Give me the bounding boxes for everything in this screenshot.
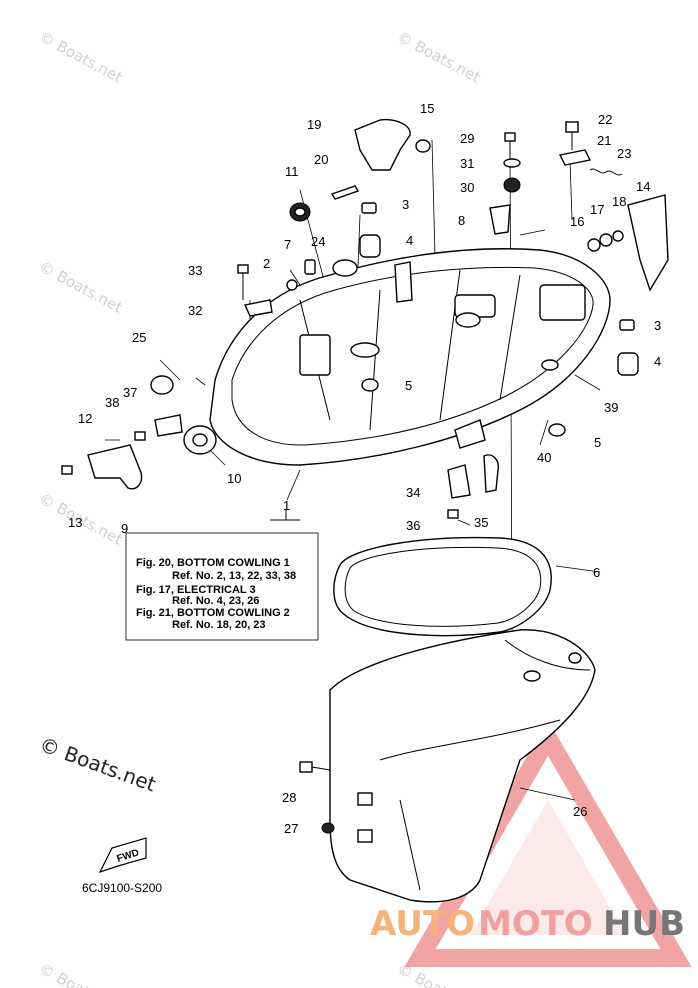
- callout-34: 34: [406, 485, 420, 500]
- callout-5: 5: [405, 378, 412, 393]
- callout-14: 14: [636, 179, 650, 194]
- callout-labels: 1 2 3 3 4 4 5 5 6 7 8 9 10 11 12 13 14 1…: [68, 101, 661, 836]
- callout-26: 26: [573, 804, 587, 819]
- ref-line-4: Ref. No. 4, 23, 26: [172, 595, 259, 607]
- callout-17: 17: [590, 202, 604, 217]
- ref-line-2: Ref. No. 2, 13, 22, 33, 38: [172, 570, 296, 582]
- watermark-text: © Boats.net: [36, 258, 125, 317]
- callout-25: 25: [132, 330, 146, 345]
- reference-box: Fig. 20, BOTTOM COWLING 1 Ref. No. 2, 13…: [125, 510, 319, 641]
- seal-gasket: [333, 536, 552, 637]
- automotohub-logo-text: AUTO MOTO HUB: [370, 904, 685, 944]
- apron-lower-cover: [329, 629, 596, 903]
- watermark-text: © Boats.net: [394, 28, 483, 87]
- callout-40: 40: [537, 450, 551, 465]
- callout-6: 6: [593, 565, 600, 580]
- callout-5: 5: [594, 435, 601, 450]
- callout-8: 8: [458, 213, 465, 228]
- callout-4: 4: [654, 354, 661, 369]
- callout-4: 4: [406, 233, 413, 248]
- callout-16: 16: [570, 214, 584, 229]
- watermark-text: © Boats.net: [36, 28, 125, 87]
- callout-20: 20: [314, 152, 328, 167]
- callout-9: 9: [121, 521, 128, 536]
- copyright-label: © Boats.net: [36, 732, 159, 796]
- callout-31: 31: [460, 156, 474, 171]
- callout-11: 11: [285, 164, 299, 179]
- callout-27: 27: [284, 821, 298, 836]
- logo-hub: HUB: [603, 904, 685, 944]
- callout-23: 23: [617, 146, 631, 161]
- callout-7: 7: [284, 237, 291, 252]
- callout-12: 12: [78, 411, 92, 426]
- logo-moto: MOTO: [478, 904, 593, 944]
- callout-2: 2: [263, 256, 270, 271]
- callout-22: 22: [598, 112, 612, 127]
- callout-21: 21: [597, 133, 611, 148]
- callout-15: 15: [420, 101, 434, 116]
- bottom-cowling-upper: [209, 248, 611, 466]
- diagram-code: 6CJ9100-S200: [82, 881, 162, 895]
- callout-13: 13: [68, 515, 82, 530]
- callout-18: 18: [612, 194, 626, 209]
- ref-line-6: Ref. No. 18, 20, 23: [172, 619, 266, 631]
- callout-33: 33: [188, 263, 202, 278]
- callout-24: 24: [311, 234, 325, 249]
- fwd-arrow-icon: FWD: [98, 837, 147, 874]
- ref-line-3: Fig. 17, ELECTRICAL 3: [136, 584, 256, 596]
- callout-29: 29: [460, 131, 474, 146]
- callout-10: 10: [227, 471, 241, 486]
- callout-35: 35: [474, 515, 488, 530]
- callout-19: 19: [307, 117, 321, 132]
- callout-38: 38: [105, 395, 119, 410]
- callout-37: 37: [123, 385, 137, 400]
- callout-3: 3: [654, 318, 661, 333]
- ref-line-1: Fig. 20, BOTTOM COWLING 1: [136, 557, 290, 569]
- callout-1: 1: [283, 498, 290, 513]
- watermark-text: © Boats.net: [36, 960, 125, 988]
- callout-28: 28: [282, 790, 296, 805]
- ref-line-5: Fig. 21, BOTTOM COWLING 2: [136, 607, 290, 619]
- callout-32: 32: [188, 303, 202, 318]
- small-parts: [61, 118, 669, 834]
- callout-39: 39: [604, 400, 618, 415]
- logo-auto: AUTO: [370, 904, 475, 944]
- callout-3: 3: [402, 197, 409, 212]
- callout-36: 36: [406, 518, 420, 533]
- callout-30: 30: [460, 180, 474, 195]
